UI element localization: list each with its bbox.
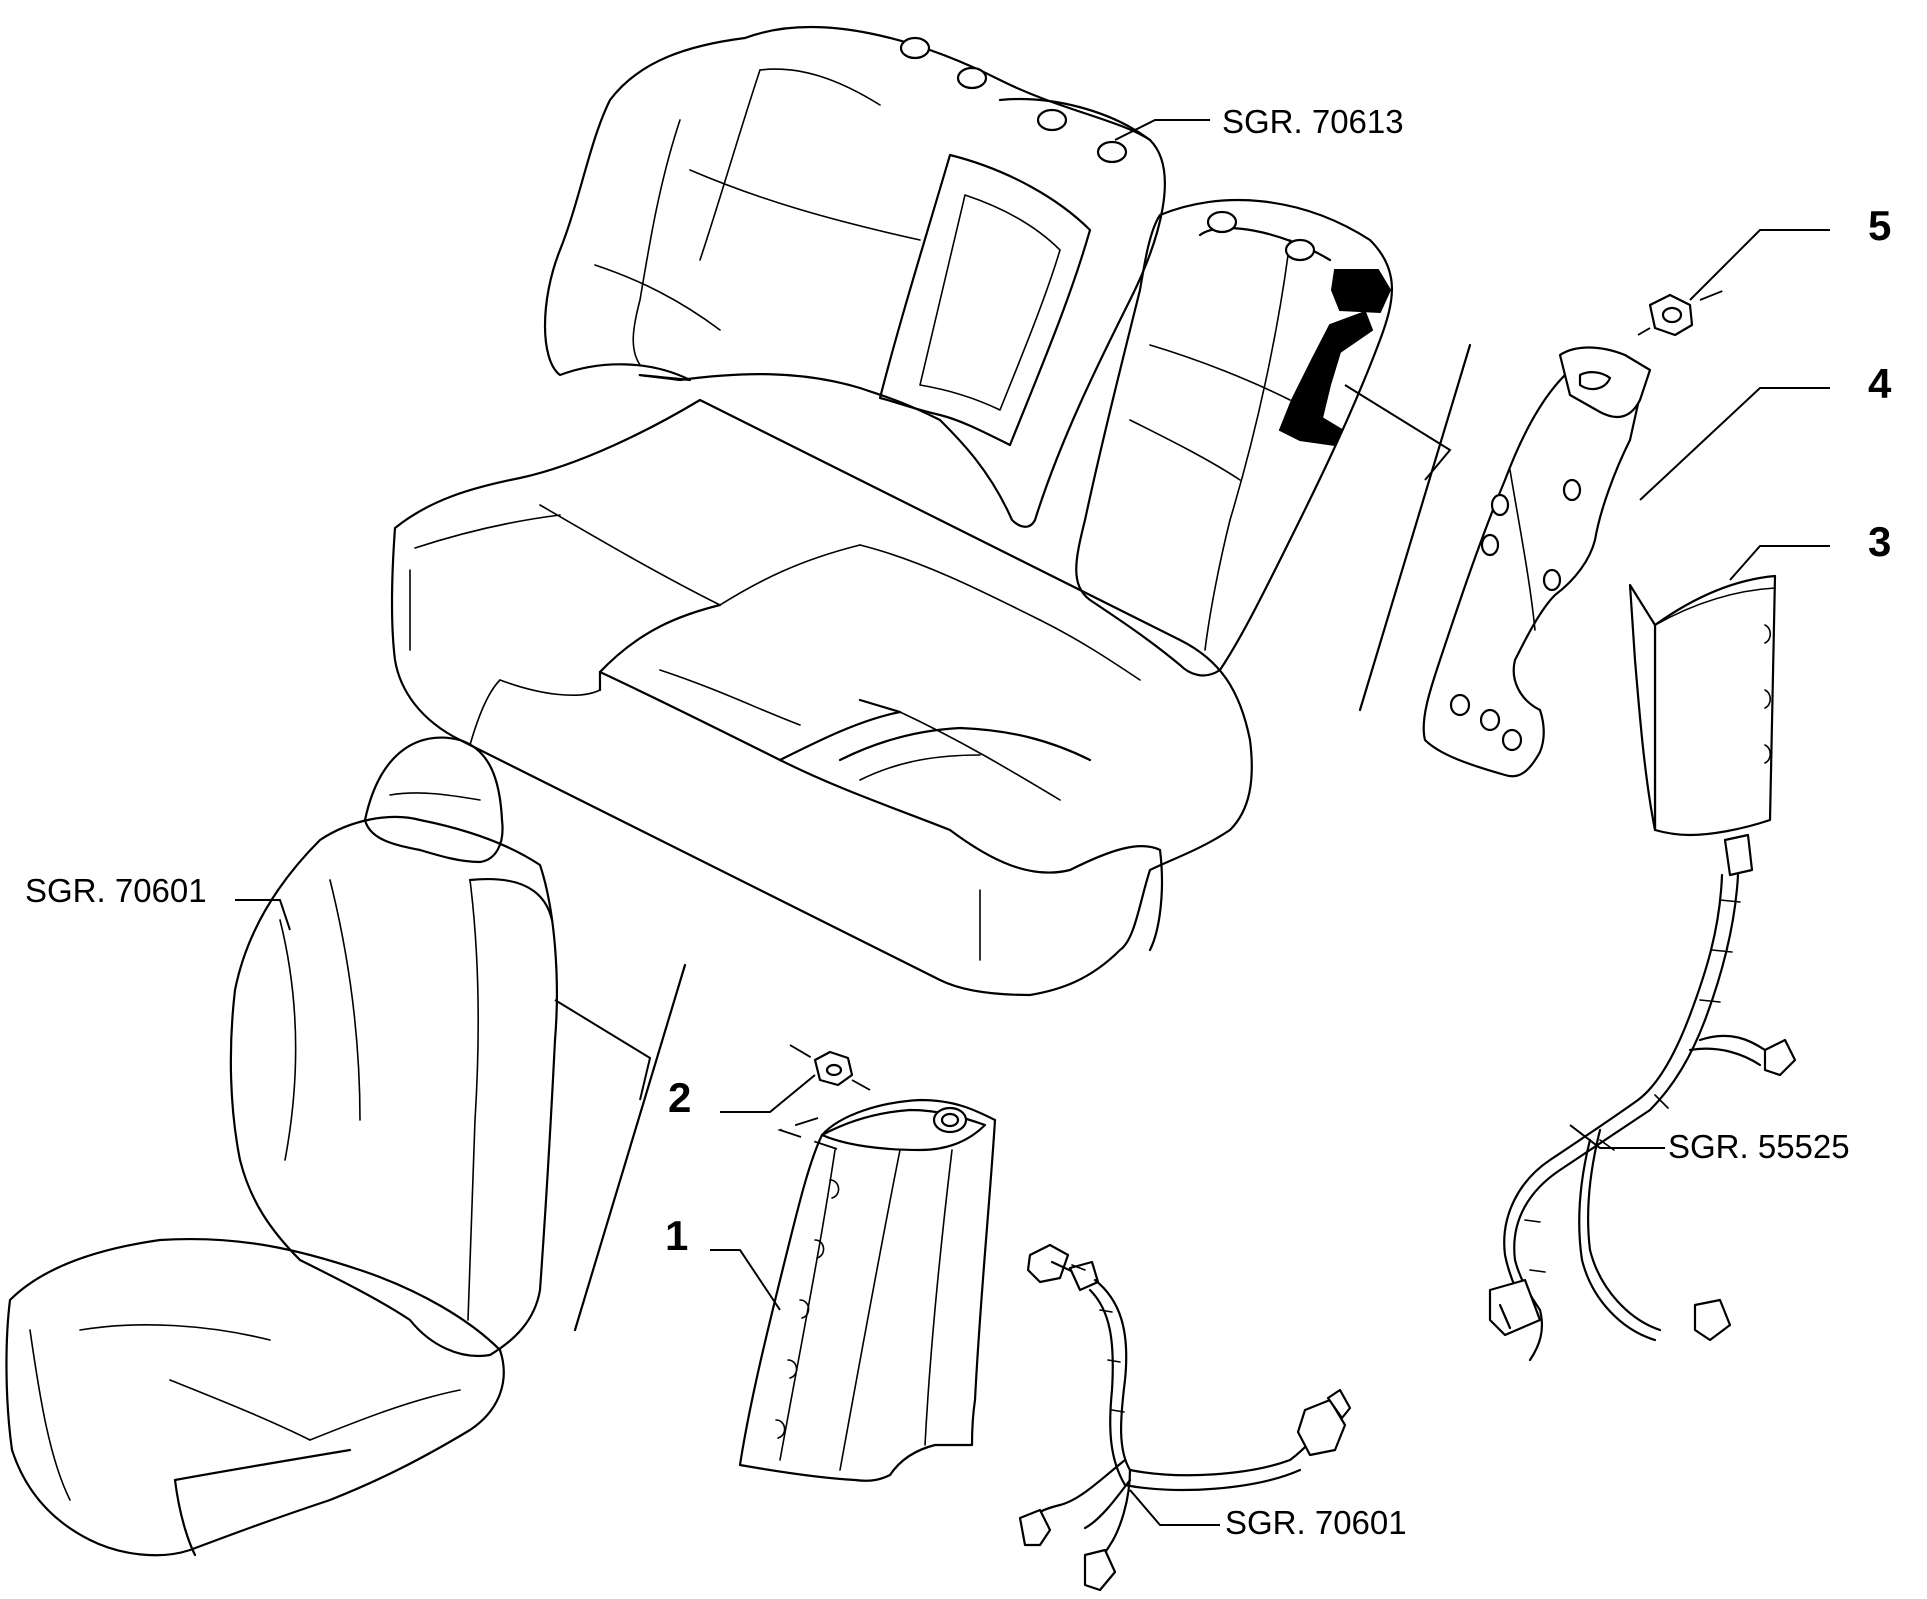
callout-1: 1 [665, 1212, 688, 1259]
callout-4: 4 [1868, 360, 1892, 407]
label-front-harness-ref: SGR. 70601 [1225, 1504, 1407, 1541]
callout-5: 5 [1868, 202, 1891, 249]
callout-2: 2 [668, 1074, 691, 1121]
label-rear-harness-ref: SGR. 55525 [1668, 1128, 1850, 1165]
label-rear-seat-back-ref: SGR. 70613 [1222, 103, 1404, 140]
rear-seat-cushion [390, 398, 1253, 997]
rear-seat-backrest [543, 26, 1394, 677]
rear-wiring-harness [1488, 833, 1797, 1362]
part-5-nut [1637, 289, 1726, 337]
part-1-airbag-module [738, 1098, 997, 1482]
leader-lines [235, 119, 1830, 1526]
part-2-nut [777, 1044, 871, 1151]
part-3-rear-airbag [1628, 574, 1777, 837]
separator-line-front [573, 963, 687, 1332]
callout-3: 3 [1868, 518, 1891, 565]
separator-line-rear [1358, 343, 1472, 712]
part-4-bracket [1422, 346, 1652, 778]
label-front-seat-ref: SGR. 70601 [25, 872, 207, 909]
front-wiring-harness [1018, 1243, 1352, 1592]
front-seat [5, 736, 558, 1557]
